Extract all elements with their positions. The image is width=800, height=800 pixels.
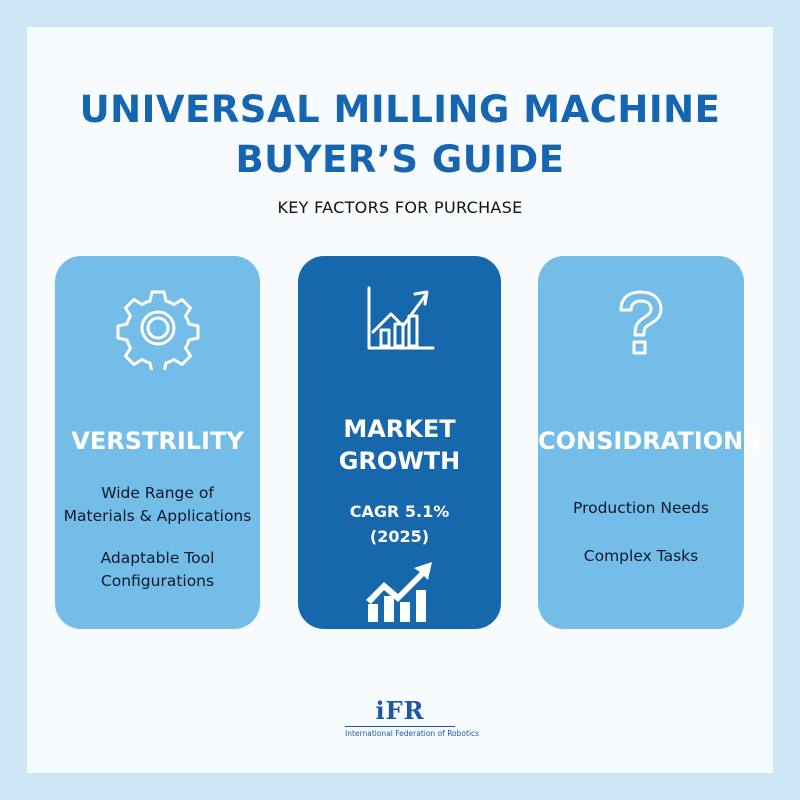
title-line-2: BUYER’S GUIDE (235, 138, 565, 181)
considerations-line-2: Complex Tasks (583, 547, 699, 565)
cagr-value: CAGR 5.1% (349, 502, 450, 521)
versatility-heading: VERSTRILITY (71, 427, 244, 455)
growth-chart-icon (298, 284, 501, 364)
cagr-year: (2025) (369, 527, 430, 546)
page-title: UNIVERSAL MILLING MACHINE BUYER’S GUIDE (27, 85, 773, 185)
versatility-line-4: Configurations (100, 572, 215, 590)
title-line-1: UNIVERSAL MILLING MACHINE (79, 88, 721, 131)
market-growth-card: MARKET GROWTH CAGR 5.1% (2025) (298, 256, 501, 629)
versatility-line-2: Materials & Applications (63, 507, 252, 525)
versatility-line-1: Wide Range of (101, 484, 214, 502)
question-mark-icon (538, 286, 744, 366)
versatility-card: VERSTRILITY Wide Range of Materials & Ap… (55, 256, 260, 629)
versatility-line-3: Adaptable Tool (100, 549, 215, 567)
page-subtitle: KEY FACTORS FOR PURCHASE (277, 198, 523, 217)
poster-sheet: UNIVERSAL MILLING MACHINE BUYER’S GUIDE … (27, 27, 773, 773)
considerations-line-1: Production Needs (573, 499, 709, 517)
ifr-logo: iFR International Federation of Robotics (345, 696, 480, 747)
market-growth-heading-2: GROWTH (338, 447, 461, 475)
ifr-logo-mark: iFR (375, 696, 425, 725)
ifr-logo-text: International Federation of Robotics (345, 729, 480, 738)
gear-icon (55, 286, 260, 370)
trend-up-arrow-icon (298, 556, 501, 628)
considerations-heading: CONSIDRATIONS (538, 427, 761, 455)
market-growth-heading-1: MARKET (343, 415, 456, 443)
logo-divider (345, 726, 455, 727)
considerations-card: CONSIDRATIONS Production Needs Complex T… (538, 256, 761, 629)
